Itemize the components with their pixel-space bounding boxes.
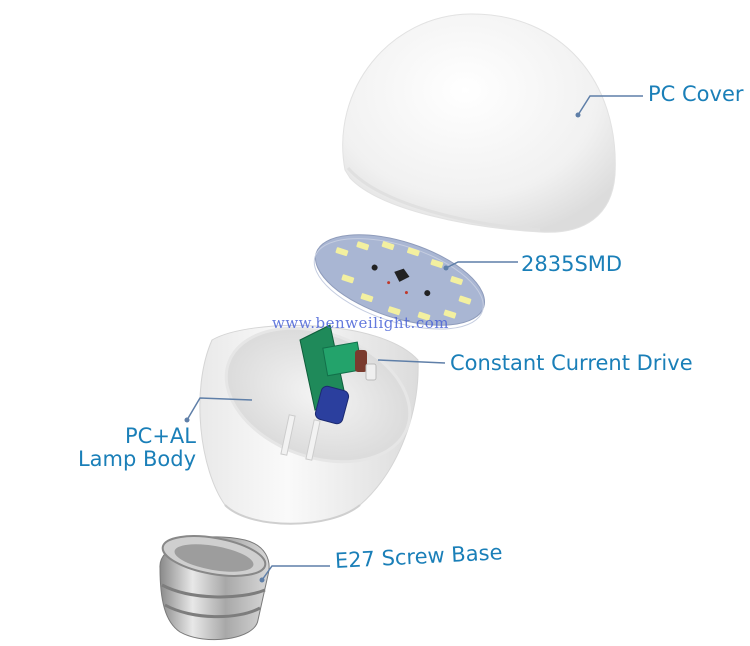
leader-lines (186, 95, 643, 581)
leader-body (186, 397, 253, 421)
leader-base (261, 565, 330, 581)
watermark-text: www.benweilight.com (272, 314, 449, 332)
label-pc-cover: PC Cover (648, 82, 744, 106)
label-constant-current-drive: Constant Current Drive (450, 351, 693, 375)
leader-driver (377, 359, 446, 364)
leader-smd (445, 261, 518, 269)
label-lamp-body-line2: Lamp Body (77, 447, 196, 472)
leader-pc-cover (577, 95, 643, 116)
label-lamp-body-line1: PC+AL (125, 424, 196, 448)
led-pcb-part (313, 234, 486, 330)
screw-base-part (159, 535, 270, 641)
pc-cover-part (342, 13, 616, 233)
label-2835smd: 2835SMD (521, 252, 623, 276)
driver-part (280, 324, 377, 461)
label-lamp-body: PC+AL Lamp Body (60, 424, 196, 472)
